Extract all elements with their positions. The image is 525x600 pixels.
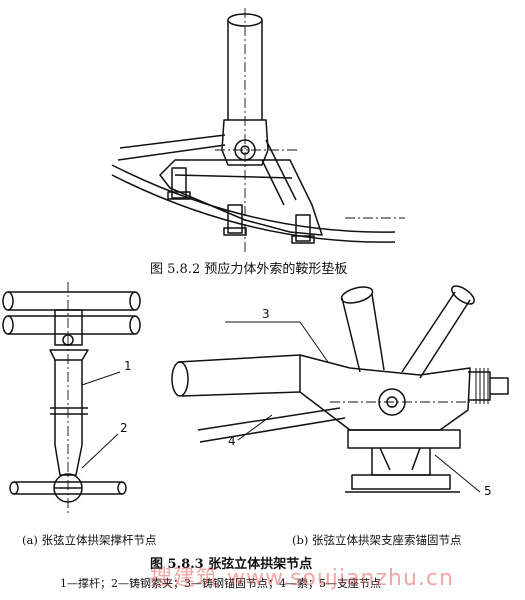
label-5: 5 bbox=[484, 484, 492, 498]
watermark: 搜建筑 www.soujianzhu.cn bbox=[150, 566, 454, 591]
subfigure-a-caption: (a) 张弦立体拱架撑杆节点 bbox=[22, 533, 157, 547]
label-3: 3 bbox=[262, 307, 270, 321]
support-anchor-drawing bbox=[171, 285, 509, 493]
label-4: 4 bbox=[228, 434, 236, 448]
strut-node-drawing bbox=[2, 282, 141, 515]
saddle-bolts bbox=[167, 167, 315, 244]
label-2: 2 bbox=[120, 421, 128, 435]
figure-5-8-2-caption: 图 5.8.2 预应力体外索的鞍形垫板 bbox=[150, 262, 348, 277]
label-1: 1 bbox=[124, 359, 132, 373]
subfigure-b-caption: (b) 张弦立体拱架支座索锚固节点 bbox=[292, 533, 462, 547]
parts-legend: 1—撑杆；2—铸钢索夹；3—铸钢锚固节点；4—索；5—支座节点 bbox=[60, 577, 381, 590]
saddle-plate-drawing bbox=[111, 8, 405, 255]
figure-5-8-3-caption: 图 5.8.3 张弦立体拱架节点 bbox=[150, 557, 313, 572]
